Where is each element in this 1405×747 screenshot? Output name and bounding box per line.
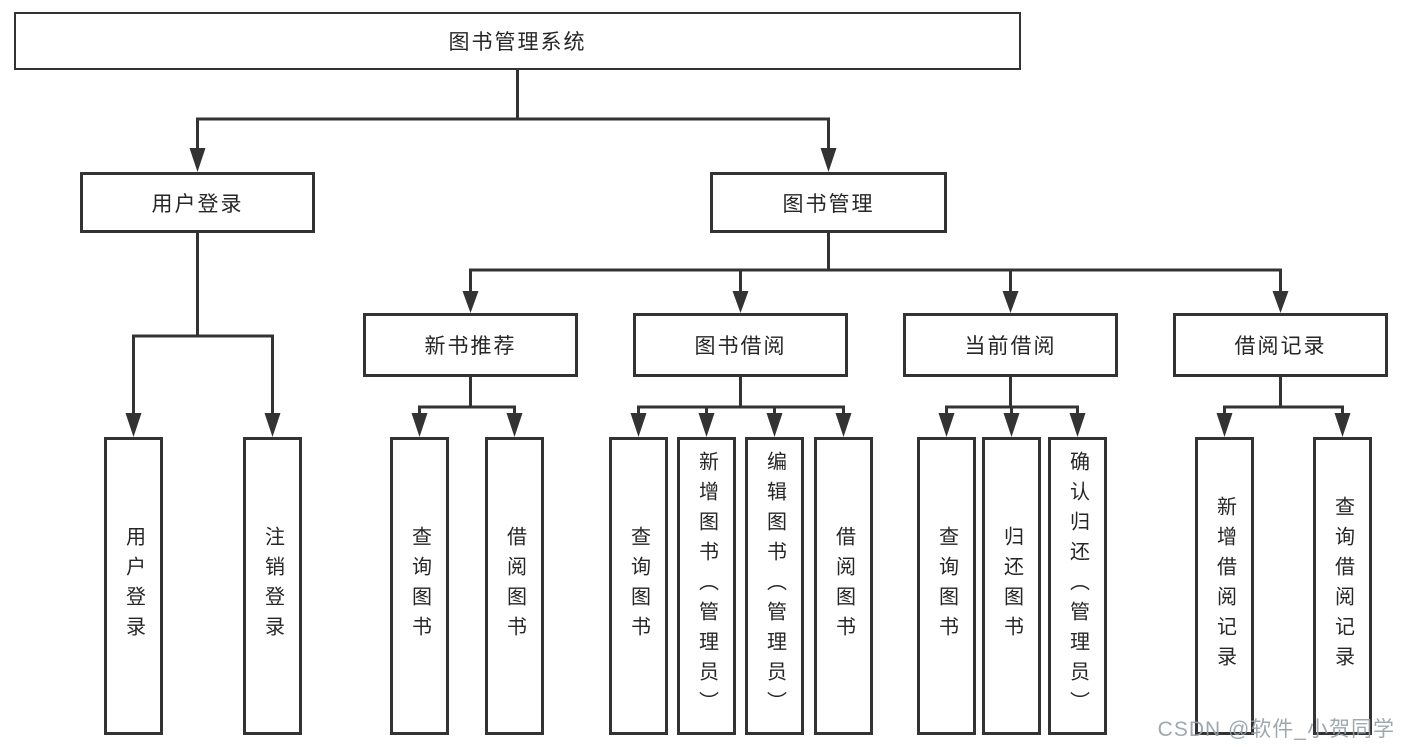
leaf-add-book-admin-label: 新增图书（管理员） <box>695 451 718 721</box>
leaf-edit-book-admin: 编辑图书（管理员） <box>745 437 804 735</box>
leaf-query-book-2: 查询图书 <box>609 437 668 735</box>
leaf-query-book-1: 查询图书 <box>390 437 449 735</box>
leaf-logout-label: 注销登录 <box>261 526 284 646</box>
leaf-edit-book-admin-label: 编辑图书（管理员） <box>763 451 786 721</box>
node-book-borrow: 图书借阅 <box>633 313 848 377</box>
leaf-return-book: 归还图书 <box>982 437 1041 735</box>
node-current-borrow: 当前借阅 <box>903 313 1118 377</box>
node-user-login-branch: 用户登录 <box>80 172 315 233</box>
csdn-watermark: CSDN @软件_小贺同学 <box>1157 718 1395 741</box>
node-library-system: 图书管理系统 <box>14 12 1021 70</box>
leaf-logout: 注销登录 <box>243 437 302 735</box>
leaf-query-book-2-label: 查询图书 <box>627 526 650 646</box>
leaf-borrow-book-2-label: 借阅图书 <box>832 526 855 646</box>
leaf-user-login: 用户登录 <box>104 437 163 735</box>
leaf-query-book-3: 查询图书 <box>917 437 976 735</box>
leaf-confirm-return-admin: 确认归还（管理员） <box>1048 437 1107 735</box>
leaf-return-book-label: 归还图书 <box>1000 526 1023 646</box>
leaf-query-book-3-label: 查询图书 <box>935 526 958 646</box>
leaf-add-borrow-record: 新增借阅记录 <box>1195 437 1254 735</box>
leaf-borrow-book-2: 借阅图书 <box>814 437 873 735</box>
leaf-add-book-admin: 新增图书（管理员） <box>677 437 736 735</box>
leaf-user-login-label: 用户登录 <box>122 526 145 646</box>
node-new-book-recommend: 新书推荐 <box>363 313 578 377</box>
leaf-borrow-book-1: 借阅图书 <box>485 437 544 735</box>
leaf-query-borrow-record-label: 查询借阅记录 <box>1331 496 1354 676</box>
leaf-query-borrow-record: 查询借阅记录 <box>1313 437 1372 735</box>
node-borrow-records: 借阅记录 <box>1173 313 1388 377</box>
leaf-add-borrow-record-label: 新增借阅记录 <box>1213 496 1236 676</box>
leaf-borrow-book-1-label: 借阅图书 <box>503 526 526 646</box>
leaf-query-book-1-label: 查询图书 <box>408 526 431 646</box>
node-book-management-branch: 图书管理 <box>710 172 947 233</box>
leaf-confirm-return-admin-label: 确认归还（管理员） <box>1066 451 1089 721</box>
